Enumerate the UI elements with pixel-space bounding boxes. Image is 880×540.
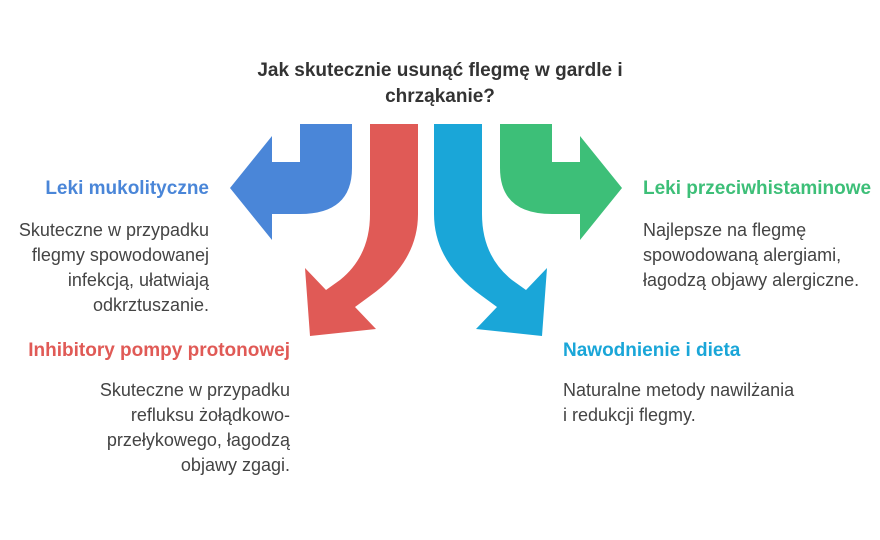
- arrow-antyhistaminowe: [500, 124, 622, 240]
- arrow-ipp: [305, 124, 418, 336]
- arrow-mukolityczne: [230, 124, 352, 240]
- heading-ipp: Inhibitory pompy protonowej: [28, 340, 290, 361]
- heading-mukolityczne: Leki mukolityczne: [45, 178, 209, 199]
- description-mukolityczne: Skuteczne w przypadku flegmy spowodowane…: [0, 218, 209, 318]
- description-ipp: Skuteczne w przypadku refluksu żołądkowo…: [30, 378, 290, 478]
- diagram-title: Jak skutecznie usunąć flegmę w gardle i …: [257, 60, 623, 107]
- description-line: łagodzą objawy alergiczne.: [643, 270, 860, 290]
- description-antyhistaminowe: Najlepsze na flegmę spowodowaną alergiam…: [643, 218, 880, 293]
- heading-antyhistaminowe: Leki przeciwhistaminowe: [643, 178, 872, 199]
- heading-nawodnienie: Nawodnienie i dieta: [563, 340, 741, 361]
- description-line: odkrztuszanie.: [92, 295, 209, 315]
- arrow-nawodnienie: [434, 124, 547, 336]
- description-line: objawy zgagi.: [180, 455, 290, 475]
- description-line: flegmy spowodowanej: [31, 245, 209, 265]
- description-line: i redukcji flegmy.: [563, 405, 696, 425]
- description-line: Najlepsze na flegmę: [643, 220, 807, 240]
- description-line: infekcją, ułatwiają: [67, 270, 209, 290]
- description-line: Skuteczne w przypadku: [99, 380, 290, 400]
- description-line: Skuteczne w przypadku: [18, 220, 209, 240]
- description-line: refluksu żołądkowo-: [130, 405, 290, 425]
- description-line: spowodowaną alergiami,: [643, 245, 842, 265]
- description-line: przełykowego, łagodzą: [106, 430, 290, 450]
- description-line: Naturalne metody nawilżania: [563, 380, 795, 400]
- description-nawodnienie: Naturalne metody nawilżania i redukcji f…: [563, 378, 863, 428]
